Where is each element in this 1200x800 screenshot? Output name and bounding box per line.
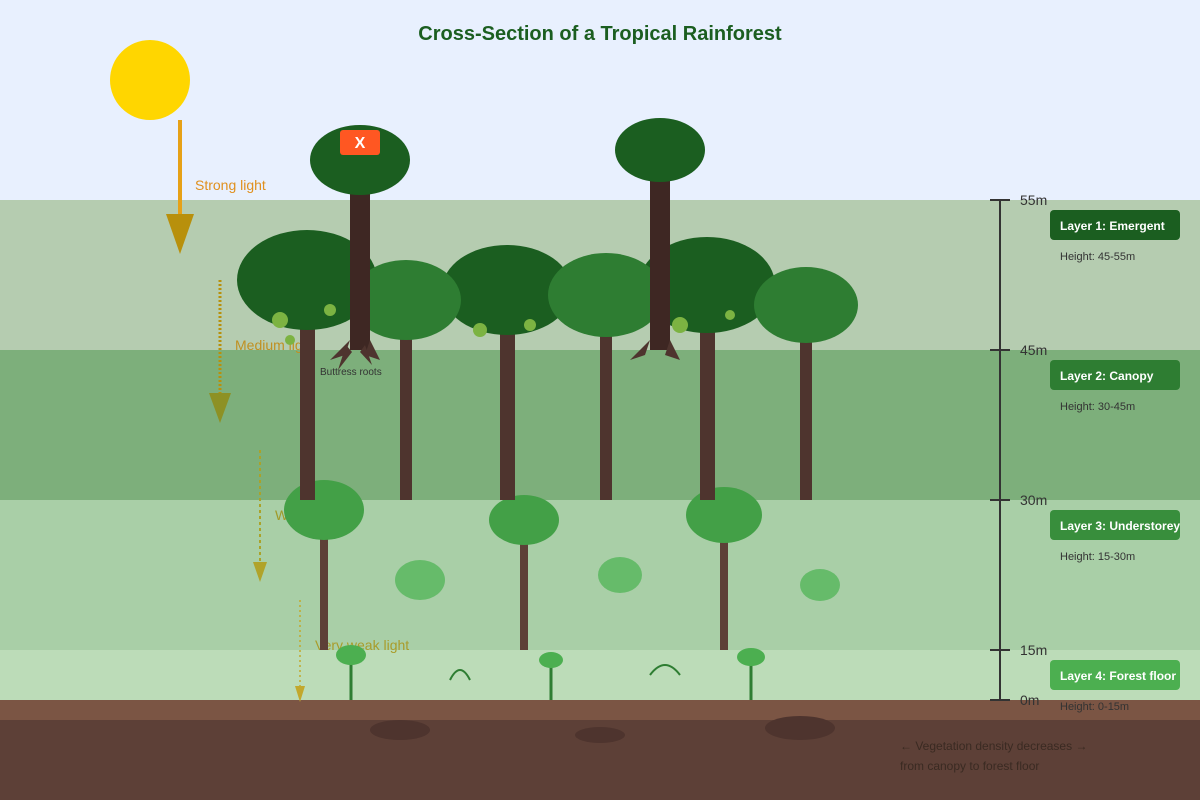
layer-height-canopy: Height: 30-45m [1060,401,1135,413]
understorey-crown [284,480,364,540]
emergent-trunk [350,160,370,350]
canopy-crown [237,230,377,330]
buttress-root [665,340,680,360]
canopy-fruit [324,304,336,316]
sun-icon [110,40,190,120]
density-note-line: from canopy to forest floor [900,759,1039,773]
strong-light-arrowhead [166,214,194,254]
canopy-trunk [800,320,812,500]
page-title: Cross-Section of a Tropical Rainforest [418,23,782,45]
canopy-fruit [285,335,295,345]
soil-rock [575,727,625,743]
canopy-trunk [500,310,515,500]
emergent-crown [615,118,705,182]
layer-name-emergent: Layer 1: Emergent [1060,219,1165,233]
very-weak-light-label: Very weak light [315,637,409,653]
soil-rock [765,716,835,740]
buttress-root [365,340,380,360]
layer-height-emergent: Height: 45-55m [1060,251,1135,263]
layer-height-forest-floor: Height: 0-15m [1060,701,1129,713]
layer-name-understorey: Layer 3: Understorey [1060,519,1180,533]
canopy-crown [639,237,775,333]
strong-light-label: Strong light [195,177,266,193]
scale-tick-label: 45m [1020,342,1047,358]
layer-badge-understorey [1050,510,1180,540]
canopy-crown [754,267,858,343]
canopy-fruit [725,310,735,320]
canopy-fruit [524,319,536,331]
canopy-trunk [300,300,315,500]
medium-light-arrowhead [209,393,231,423]
scale-tick-label: 30m [1020,492,1047,508]
emergent-crown [310,125,410,195]
marker-label: X [355,135,366,152]
canopy-trunk [700,310,715,500]
layer-name-canopy: Layer 2: Canopy [1060,369,1154,383]
buttress-roots-label: Buttress roots [320,367,382,378]
canopy-trunk [400,320,412,500]
seedling-leaf [737,648,765,666]
very-weak-light-arrowhead [295,686,305,702]
canopy-fruit [473,323,487,337]
shrub [598,557,642,593]
buttress-root [360,345,372,365]
fern-frond [449,669,471,681]
buttress-root [630,340,650,360]
weak-light-arrowhead [253,562,267,582]
layer-badge-forest-floor [1050,660,1180,690]
scale-tick-label: 15m [1020,642,1047,658]
canopy-crown [442,245,572,335]
canopy-crown [351,260,461,340]
density-note-line: ← Vegetation density decreases → [900,739,1087,753]
canopy-trunk [600,320,612,500]
shrub [800,569,840,601]
emergent-trunk [650,150,670,350]
shrub [395,560,445,600]
canopy-fruit [672,317,688,333]
understorey-trunk [520,520,528,650]
layer-badge-canopy [1050,360,1180,390]
soil-topsoil [0,700,1200,720]
seedling-leaf [336,645,366,665]
buttress-root [338,345,352,370]
canopy-fruit [272,312,288,328]
soil-rock [370,720,430,740]
understorey-trunk [720,515,728,650]
understorey-trunk [320,510,328,650]
scale-tick-label: 55m [1020,192,1047,208]
layer-badge-emergent [1050,210,1180,240]
seedling-leaf [539,652,563,668]
layer-name-forest-floor: Layer 4: Forest floor [1060,669,1176,683]
canopy-crown [548,253,664,337]
understorey-crown [686,487,762,543]
layer-height-understorey: Height: 15-30m [1060,551,1135,563]
scale-tick-label: 0m [1020,692,1039,708]
sky-band [0,0,1200,200]
fern-frond [649,664,681,676]
marker-badge [340,130,380,155]
understorey-crown [489,495,559,545]
